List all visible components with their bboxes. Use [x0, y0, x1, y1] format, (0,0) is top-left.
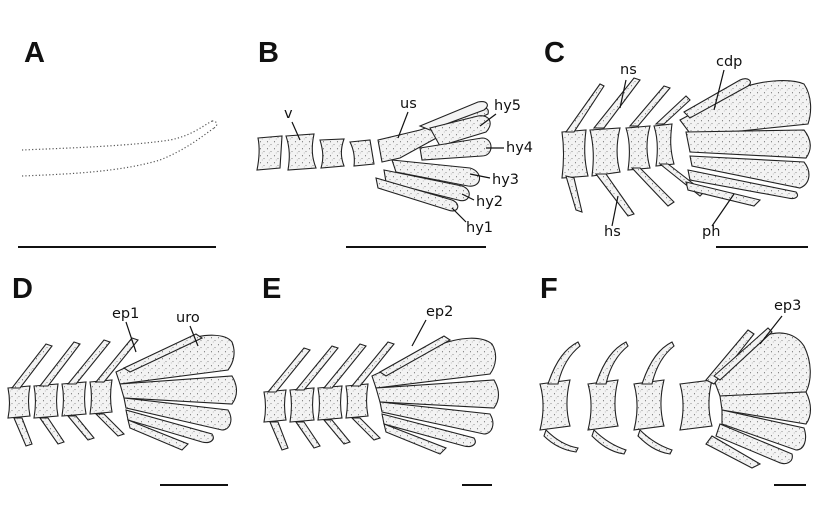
leader-ph [711, 193, 735, 227]
panel-e-labels: ep2 [411, 304, 453, 347]
panel-e-neural-spines [266, 341, 395, 393]
panel-e-vertebrae [263, 383, 369, 423]
leader-uro [189, 325, 199, 347]
label-cdp: cdp [716, 54, 742, 70]
leader-hs [611, 195, 619, 227]
panel-d: D ep1 uro [7, 273, 238, 486]
label-v: v [284, 106, 293, 122]
panel-f: F ep3 [539, 273, 812, 486]
panel-d-labels: ep1 uro [112, 306, 200, 353]
panel-d-letter: D [12, 273, 33, 305]
label-hs: hs [604, 224, 621, 240]
leader-hy1 [451, 207, 467, 223]
panel-f-labels: ep3 [759, 298, 801, 345]
panel-c-caudal-fin-complex [679, 78, 812, 207]
label-hy4: hy4 [506, 140, 533, 156]
leader-hy2 [461, 193, 475, 201]
panel-c-vertebrae [561, 123, 675, 179]
panel-d-vertebrae [7, 379, 113, 419]
panel-f-neural-spines [547, 341, 675, 385]
panel-e-haemal-spines [269, 417, 382, 451]
label-hy2: hy2 [476, 194, 503, 210]
label-hy3: hy3 [492, 172, 519, 188]
leader-cdp [713, 69, 725, 111]
leader-v [291, 121, 301, 141]
panel-b-letter: B [258, 37, 279, 69]
panel-a: A [18, 37, 218, 248]
panel-a-letter: A [24, 37, 45, 69]
label-ep1: ep1 [112, 306, 139, 322]
leader-ep2 [411, 319, 427, 347]
panel-b-labels: v us hy5 hy4 hy3 hy2 hy1 [284, 96, 533, 236]
label-hy1: hy1 [466, 220, 493, 236]
panel-d-haemal-spines [13, 413, 126, 447]
panel-b-hypurals [375, 115, 492, 212]
label-ep2: ep2 [426, 304, 453, 320]
panel-e-caudal-fin-complex [371, 335, 500, 455]
panel-c-labels: ns cdp hs ph [604, 54, 742, 240]
label-uro: uro [176, 310, 200, 326]
panel-f-vertebrae [539, 379, 713, 431]
label-ep3: ep3 [774, 298, 801, 314]
panel-a-larval-notochord-outline [21, 120, 218, 177]
panel-c-letter: C [544, 37, 565, 69]
leader-hy3 [469, 173, 491, 179]
leader-us [397, 111, 409, 139]
label-ns: ns [620, 62, 637, 78]
panel-d-neural-spines [10, 337, 139, 389]
panel-f-letter: F [540, 273, 558, 305]
label-hy5: hy5 [494, 98, 521, 114]
panel-c-neural-spines [564, 77, 691, 133]
panel-b: B v us hy5 hy4 hy3 [256, 37, 533, 248]
panel-c: C ns cdp [544, 37, 812, 248]
label-ph: ph [702, 224, 720, 240]
panel-e: E ep2 [262, 273, 500, 486]
leader-hy5 [479, 113, 497, 127]
panel-f-haemal-spines [543, 428, 673, 455]
panel-d-caudal-fin-complex [115, 333, 238, 451]
panel-f-caudal-fin-complex [705, 327, 812, 469]
leader-ns [619, 79, 627, 109]
leader-ep1 [125, 321, 137, 353]
panel-b-vertebrae [256, 133, 375, 171]
label-us: us [400, 96, 417, 112]
leader-ep3 [759, 315, 783, 345]
panel-e-letter: E [262, 273, 281, 305]
